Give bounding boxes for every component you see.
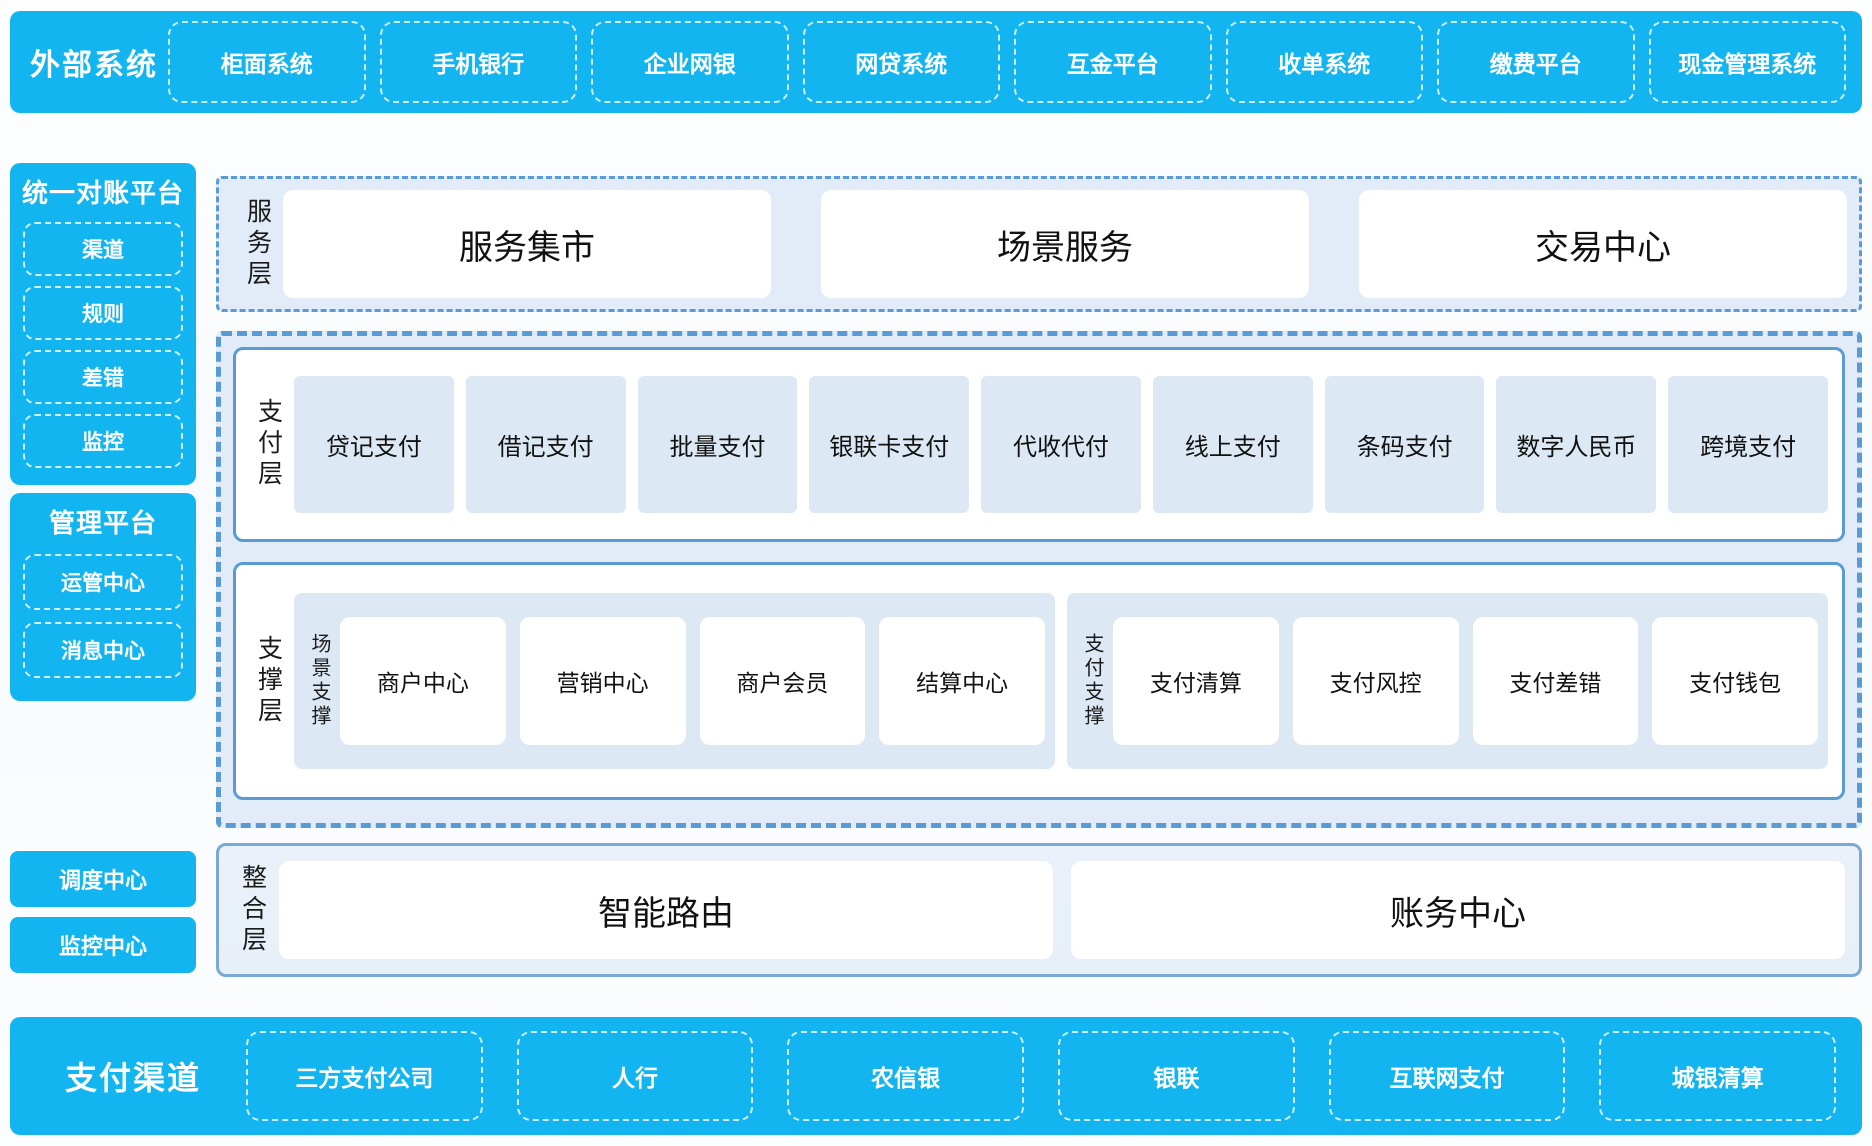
- support-tile-marketing-center[interactable]: 营销中心: [519, 617, 686, 745]
- sidebar-item-message-center[interactable]: 消息中心: [23, 622, 183, 678]
- support-layer-groups: 场景支撑 商户中心 营销中心 商户会员 结算中心 支付支撑 支付清算 支付风控 …: [294, 573, 1828, 789]
- payment-tile-cross-border[interactable]: 跨境支付: [1668, 376, 1829, 513]
- external-systems-title: 外部系统: [30, 49, 158, 82]
- payment-channel-item-2[interactable]: 农信银: [787, 1031, 1025, 1121]
- sidebar-item-monitor[interactable]: 监控: [23, 414, 183, 468]
- sidebar-item-operations-center[interactable]: 运管中心: [23, 554, 183, 610]
- core-layers-container: 支付层 贷记支付 借记支付 批量支付 银联卡支付 代收代付 线上支付 条码支付 …: [216, 331, 1862, 828]
- sidebar-card-management: 管理平台 运管中心 消息中心: [10, 493, 196, 701]
- service-layer-label: 服务层: [243, 197, 272, 291]
- external-systems-list: 柜面系统 手机银行 企业网银 网贷系统 互金平台 收单系统 缴费平台 现金管理系…: [168, 21, 1846, 103]
- payment-channels-banner: 支付渠道 三方支付公司 人行 农信银 银联 互联网支付 城银清算: [10, 1017, 1862, 1135]
- support-layer-panel: 支撑层 场景支撑 商户中心 营销中心 商户会员 结算中心 支付支撑: [233, 562, 1845, 800]
- external-system-item-5[interactable]: 收单系统: [1225, 21, 1423, 103]
- service-layer-items: 服务集市 场景服务 交易中心: [283, 188, 1847, 300]
- sidebar-item-rule[interactable]: 规则: [23, 286, 183, 340]
- support-tile-payment-clearing[interactable]: 支付清算: [1113, 617, 1279, 745]
- support-tile-payment-wallet[interactable]: 支付钱包: [1652, 617, 1818, 745]
- service-tile-market[interactable]: 服务集市: [283, 190, 771, 298]
- sidebar-item-monitor-center[interactable]: 监控中心: [10, 917, 196, 973]
- external-systems-banner: 外部系统 柜面系统 手机银行 企业网银 网贷系统 互金平台 收单系统 缴费平台 …: [10, 11, 1862, 113]
- integration-tile-accounting-center[interactable]: 账务中心: [1071, 861, 1845, 959]
- payment-tile-unionpay-card[interactable]: 银联卡支付: [809, 376, 970, 513]
- payment-channel-item-0[interactable]: 三方支付公司: [246, 1031, 483, 1121]
- sidebar-reconciliation-title: 统一对账平台: [21, 178, 184, 208]
- integration-layer-items: 智能路由 账务中心: [279, 855, 1845, 965]
- service-tile-scenario[interactable]: 场景服务: [821, 190, 1309, 298]
- payment-channels-list: 三方支付公司 人行 农信银 银联 互联网支付 城银清算: [246, 1031, 1837, 1121]
- external-system-item-2[interactable]: 企业网银: [591, 21, 789, 103]
- payment-tile-credit[interactable]: 贷记支付: [294, 376, 454, 513]
- payment-layer-panel: 支付层 贷记支付 借记支付 批量支付 银联卡支付 代收代付 线上支付 条码支付 …: [233, 347, 1845, 542]
- external-system-item-0[interactable]: 柜面系统: [168, 21, 366, 103]
- payment-channels-title: 支付渠道: [64, 1060, 201, 1096]
- payment-tile-barcode[interactable]: 条码支付: [1324, 376, 1485, 513]
- payment-tile-batch[interactable]: 批量支付: [637, 376, 798, 513]
- payment-channel-item-4[interactable]: 互联网支付: [1328, 1031, 1566, 1121]
- payment-layer-items: 贷记支付 借记支付 批量支付 银联卡支付 代收代付 线上支付 条码支付 数字人民…: [294, 358, 1829, 531]
- support-layer-label: 支撑层: [254, 634, 283, 728]
- external-system-item-7[interactable]: 现金管理系统: [1648, 21, 1846, 103]
- support-tile-settlement-center[interactable]: 结算中心: [879, 617, 1045, 745]
- support-group-payment-items: 支付清算 支付风控 支付差错 支付钱包: [1113, 599, 1818, 763]
- payment-channel-item-3[interactable]: 银联: [1058, 1031, 1295, 1121]
- support-group-payment: 支付支撑 支付清算 支付风控 支付差错 支付钱包: [1067, 593, 1828, 769]
- support-tile-merchant-member[interactable]: 商户会员: [699, 617, 866, 745]
- payment-tile-online[interactable]: 线上支付: [1152, 376, 1313, 513]
- external-system-item-1[interactable]: 手机银行: [379, 21, 577, 103]
- support-group-scenario: 场景支撑 商户中心 营销中心 商户会员 结算中心: [294, 593, 1055, 769]
- payment-channel-item-5[interactable]: 城银清算: [1599, 1031, 1837, 1121]
- sidebar-item-channel[interactable]: 渠道: [23, 222, 183, 276]
- support-tile-payment-error[interactable]: 支付差错: [1472, 617, 1639, 745]
- sidebar-item-error[interactable]: 差错: [23, 350, 183, 404]
- support-tile-payment-risk[interactable]: 支付风控: [1292, 617, 1459, 745]
- payment-layer-label: 支付层: [254, 398, 283, 491]
- integration-layer-label: 整合层: [238, 863, 267, 957]
- sidebar-item-dispatch-center[interactable]: 调度中心: [10, 851, 196, 907]
- payment-tile-debit[interactable]: 借记支付: [465, 376, 626, 513]
- sidebar-management-title: 管理平台: [48, 508, 157, 538]
- external-system-item-4[interactable]: 互金平台: [1014, 21, 1212, 103]
- external-system-item-6[interactable]: 缴费平台: [1437, 21, 1635, 103]
- support-group-scenario-items: 商户中心 营销中心 商户会员 结算中心: [340, 599, 1045, 763]
- integration-tile-smart-routing[interactable]: 智能路由: [279, 861, 1053, 959]
- service-layer-container: 服务层 服务集市 场景服务 交易中心: [216, 176, 1862, 312]
- payment-tile-collection-payment[interactable]: 代收代付: [981, 376, 1141, 513]
- payment-tile-digital-rmb[interactable]: 数字人民币: [1496, 376, 1657, 513]
- integration-layer-panel: 整合层 智能路由 账务中心: [216, 843, 1862, 977]
- support-group-payment-label: 支付支撑: [1081, 633, 1103, 729]
- external-system-item-3[interactable]: 网贷系统: [802, 21, 1000, 103]
- service-tile-transaction[interactable]: 交易中心: [1359, 190, 1847, 298]
- sidebar-card-reconciliation: 统一对账平台 渠道 规则 差错 监控: [10, 163, 196, 485]
- support-tile-merchant-center[interactable]: 商户中心: [340, 617, 506, 745]
- payment-channel-item-1[interactable]: 人行: [516, 1031, 754, 1121]
- support-group-scenario-label: 场景支撑: [308, 633, 330, 729]
